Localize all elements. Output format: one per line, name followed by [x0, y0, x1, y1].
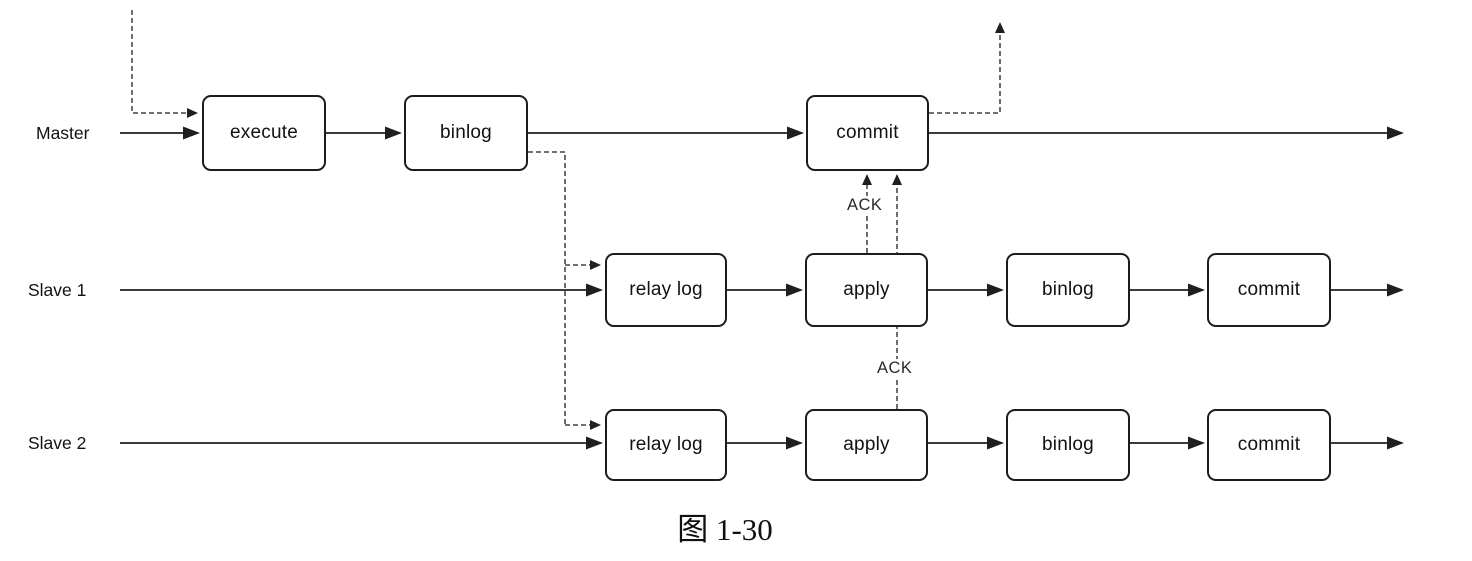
row-label-master: Master — [36, 123, 90, 143]
figure-caption: 图 1-30 — [677, 512, 773, 547]
row-label-slave2: Slave 2 — [28, 433, 87, 453]
ack-label-master: ACK — [844, 196, 886, 215]
binlog-dump-line — [528, 151, 566, 425]
box-slave2-binlog: binlog — [1006, 409, 1130, 481]
box-slave1-relaylog: relay log — [605, 253, 727, 327]
box-slave1-binlog: binlog — [1006, 253, 1130, 327]
box-master-binlog: binlog — [404, 95, 528, 171]
ack-label-slave2: ACK — [874, 359, 916, 378]
box-slave1-commit: commit — [1207, 253, 1331, 327]
box-slave2-commit: commit — [1207, 409, 1331, 481]
box-slave2-apply: apply — [805, 409, 928, 481]
box-master-execute: execute — [202, 95, 326, 171]
row-label-slave1: Slave 1 — [28, 280, 87, 300]
client-request-elbow-arrow — [131, 10, 198, 118]
box-slave2-relaylog: relay log — [605, 409, 727, 481]
box-slave1-apply: apply — [805, 253, 928, 327]
box-master-commit: commit — [806, 95, 929, 171]
commit-response-up-arrow — [929, 22, 1005, 114]
